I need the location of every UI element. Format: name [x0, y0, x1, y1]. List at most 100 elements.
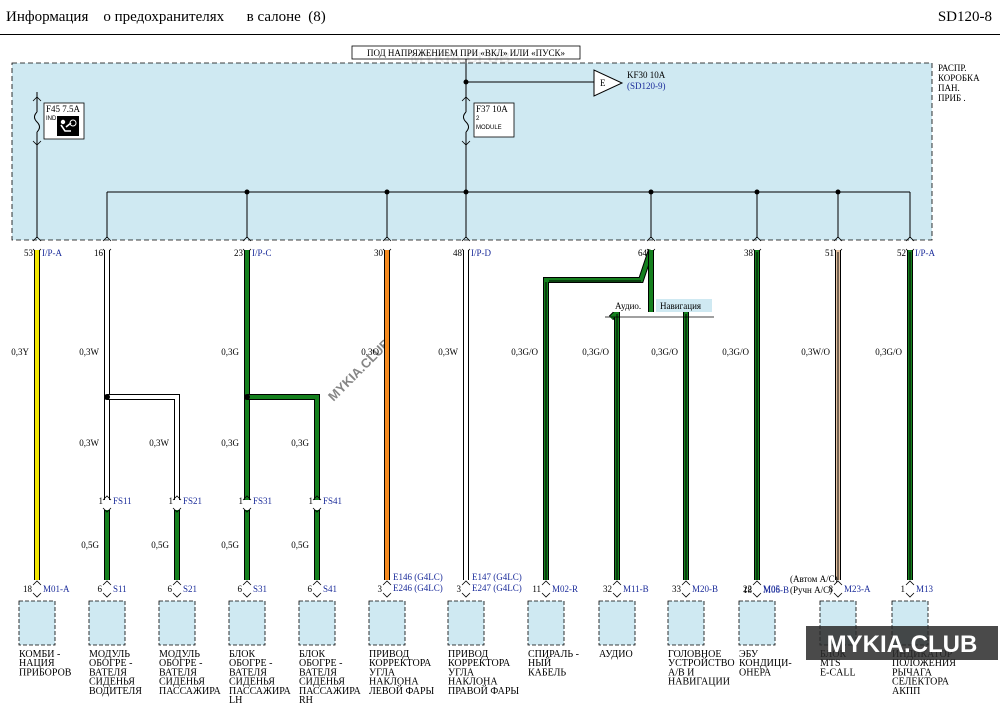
splice-name: FS41	[323, 496, 342, 506]
component-label: НЫЙ	[528, 657, 551, 669]
connector-name: S31	[253, 584, 267, 594]
pin-number: 30	[374, 248, 384, 258]
component-box	[667, 600, 705, 646]
kf30-ref: (SD120-9)	[627, 81, 666, 91]
fuse-f37-label: F37 10A	[476, 104, 508, 114]
component-label: ПРАВОЙ ФАРЫ	[448, 685, 519, 697]
svg-text:IND: IND	[46, 116, 57, 122]
wire	[247, 395, 319, 500]
kf30-arrow-icon	[593, 69, 624, 97]
fuse-f37	[473, 102, 515, 138]
connector-chevron-icon	[172, 495, 182, 513]
aircon-auto: (Автом A/C)	[790, 574, 838, 584]
splice-dot	[244, 394, 250, 400]
wire-size: 0,3G/O	[651, 347, 678, 357]
component-label: ПАССАЖИРА	[299, 686, 361, 697]
connector-pin: 1	[901, 584, 906, 594]
headlamp-code: E146 (G4LC)	[393, 572, 443, 582]
connector-pin: 11	[532, 584, 541, 594]
splice-dot	[384, 189, 390, 195]
splice-dot	[835, 189, 841, 195]
component-label: СИДЕНЬЯ	[89, 677, 135, 688]
watermark: MYKIA.CLUB	[325, 336, 393, 404]
component-label: СИДЕНЬЯ	[299, 677, 345, 688]
connector-pin: 18	[743, 585, 753, 595]
headlamp-code: E247 (G4LC)	[472, 583, 522, 593]
wire-size: 0,3W	[79, 347, 99, 357]
component-box	[447, 600, 485, 646]
component-label: RH	[299, 695, 313, 706]
connector-chevron-icon	[541, 580, 551, 598]
wire-size: 0,3G	[221, 347, 239, 357]
component-label: СЕЛЕКТОРА	[892, 677, 950, 688]
splice-name: FS31	[253, 496, 272, 506]
connector-chevron-icon	[833, 580, 843, 598]
component-label: ГОЛОВНОЕ	[668, 649, 721, 660]
component-label: LH	[229, 695, 242, 706]
pin-number: 23	[234, 248, 244, 258]
component-label: E-CALL	[820, 667, 856, 678]
component-label: СПИРАЛЬ -	[528, 649, 579, 660]
component-label: MTS	[820, 658, 841, 669]
fuse-symbol-icon	[34, 111, 40, 133]
component-label: УГЛА	[448, 667, 475, 678]
connector-chevron-icon	[461, 580, 471, 598]
splice-num: 1	[239, 496, 244, 506]
connector-pin: 8	[829, 584, 834, 594]
svg-text:ПАН.: ПАН.	[938, 83, 960, 93]
connector-chevron-icon	[681, 580, 691, 598]
connector-pin: 22	[743, 584, 752, 594]
component-label: СИДЕНЬЯ	[229, 677, 275, 688]
connector-chevron-icon	[312, 580, 322, 598]
pin-connector: I/P-D	[471, 248, 492, 258]
component-box	[527, 600, 565, 646]
connector-name: S11	[113, 584, 127, 594]
component-label: ЛЕВОЙ ФАРЫ	[369, 685, 435, 697]
component-label: БЛОК	[229, 649, 255, 660]
component-label: КОНДИЦИ-	[739, 658, 792, 669]
component-label: ВАТЕЛЯ	[159, 667, 197, 678]
component-label: ОБОГРЕ -	[229, 658, 272, 669]
kf30-label: KF30 10A	[627, 70, 666, 80]
connector-name: S41	[323, 584, 337, 594]
wire-size: 0,3G/O	[875, 347, 902, 357]
junction-box-label: РАСПР. КОРОБКА ПАН. ПРИБ .	[938, 63, 980, 103]
component-label: А/В И	[668, 667, 694, 678]
splice-dot	[244, 189, 250, 195]
junction-box	[11, 62, 933, 241]
component-label: ПАССАЖИРА	[159, 686, 221, 697]
connector-name: S21	[183, 584, 197, 594]
audio-tag: Аудио.	[615, 301, 641, 311]
wire-size: 0,3W	[79, 438, 99, 448]
component-label: СИДЕНЬЯ	[159, 677, 205, 688]
component-box	[228, 600, 266, 646]
wire-size: 0,5G	[151, 540, 169, 550]
svg-text:ПРИБ .: ПРИБ .	[938, 93, 966, 103]
component-label: ВОДИТЕЛЯ	[89, 686, 142, 697]
connector-name: M01-A	[43, 584, 70, 594]
splice-dot	[648, 189, 654, 195]
connector-name: M02-R	[552, 584, 578, 594]
connector-chevron-icon	[32, 580, 42, 598]
component-box	[158, 600, 196, 646]
wire-size: 0,5G	[291, 540, 309, 550]
component-box	[88, 600, 126, 646]
splice-num: 1	[309, 496, 314, 506]
splice-num: 1	[169, 496, 174, 506]
component-label: АУДИО	[599, 649, 633, 660]
connector-chevron-icon	[242, 495, 252, 513]
splice-name: FS21	[183, 496, 202, 506]
component-label: МОДУЛЬ	[159, 649, 200, 660]
watermark-bg	[806, 626, 998, 660]
component-label: ОБОГРЕ -	[299, 658, 342, 669]
wire-size: 0,3G	[291, 438, 309, 448]
component-label: ПАССАЖИРА	[229, 686, 291, 697]
watermark: MYKIA.CLUB	[410, 50, 510, 67]
component-box	[298, 600, 336, 646]
component-label: БЛОК	[299, 649, 325, 660]
wire-outline	[107, 394, 180, 500]
wire-size: 0,5G	[221, 540, 239, 550]
component-label: ПРИБОРОВ	[19, 667, 72, 678]
svg-text:РАСПР.: РАСПР.	[938, 63, 967, 73]
